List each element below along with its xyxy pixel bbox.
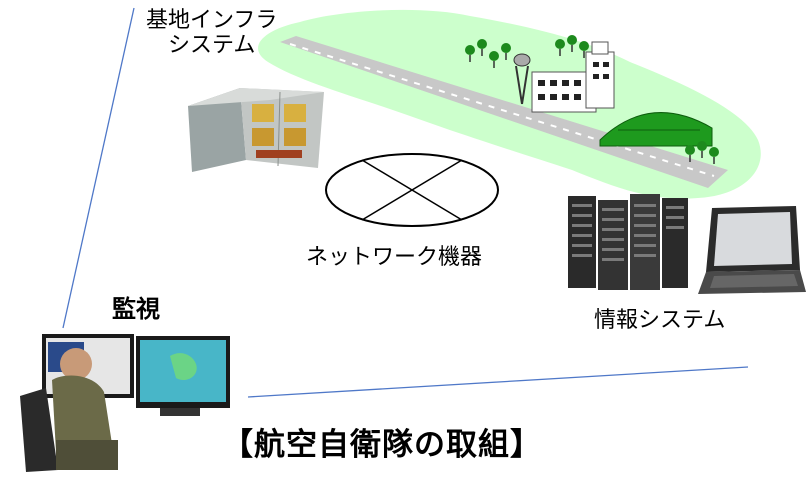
infra-system-label: 基地インフラ システム	[146, 8, 277, 59]
server-rack-icon	[568, 194, 688, 290]
frame-line-left	[62, 7, 135, 329]
info-system-label: 情報システム	[594, 308, 726, 333]
operator-workstation-icon	[20, 334, 230, 472]
infra-system-label-line1: 基地インフラ	[146, 8, 278, 33]
electrical-cabinet-icon	[188, 88, 324, 172]
infra-system-label-line2: システム	[168, 33, 256, 59]
monitoring-label: 監視	[112, 295, 160, 323]
laptop-icon	[698, 206, 806, 294]
jasdf-initiative-title: 【航空自衛隊の取組】	[222, 427, 542, 463]
network-device-label: ネットワーク機器	[306, 245, 483, 270]
frame-line-bottom	[247, 366, 749, 398]
network-device-icon	[325, 153, 499, 227]
airbase-illustration	[258, 9, 761, 199]
